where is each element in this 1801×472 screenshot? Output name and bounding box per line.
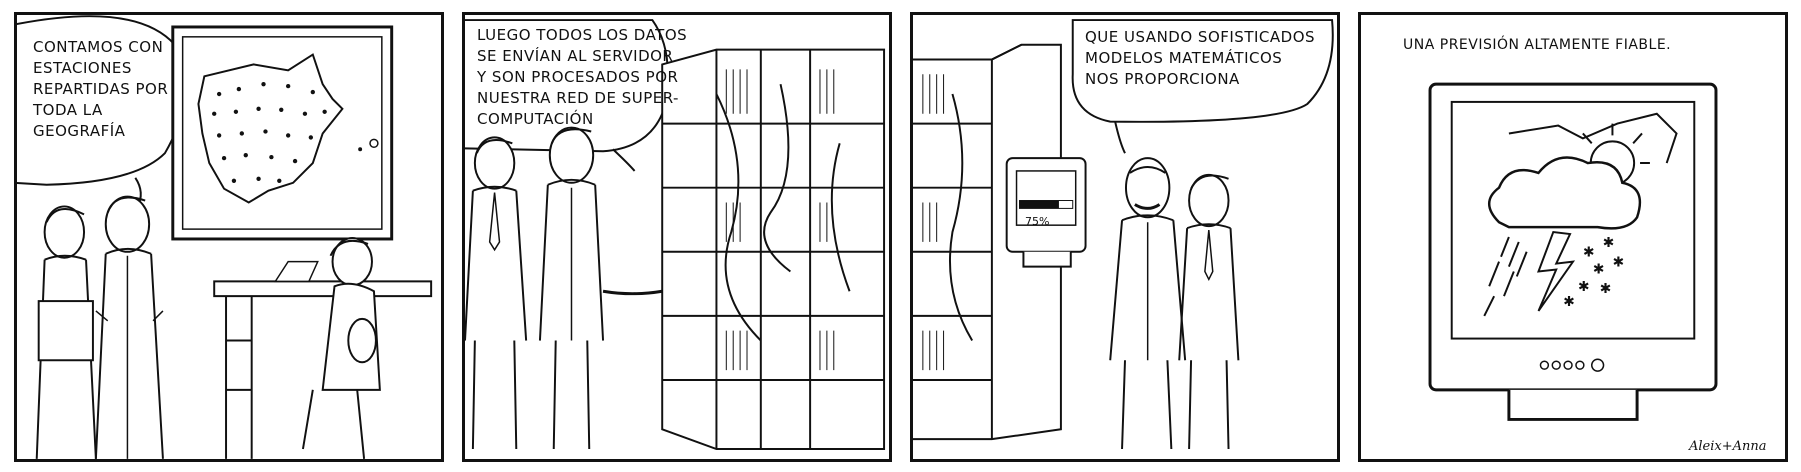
speech-line: COMPUTACIÓN xyxy=(477,110,594,128)
svg-text:✱: ✱ xyxy=(1600,281,1612,297)
speech-line: SE ENVÍAN AL SERVIDOR xyxy=(477,47,674,65)
speech-line: NOS PROPORCIONA xyxy=(1085,70,1240,88)
speech-line: MODELOS MATEMÁTICOS xyxy=(1085,49,1283,67)
svg-text:✱: ✱ xyxy=(1583,245,1595,261)
svg-text:✱: ✱ xyxy=(1593,261,1605,277)
caption: UNA PREVISIÓN ALTAMENTE FIABLE. xyxy=(1403,37,1672,53)
signature: Aleix+Anna xyxy=(1689,439,1767,454)
speech-line: NUESTRA RED DE SUPER- xyxy=(477,89,679,107)
svg-text:✱: ✱ xyxy=(1603,235,1615,251)
speech-bubble-panel-1: CONTAMOS CON ESTACIONES REPARTIDAS POR T… xyxy=(33,37,168,142)
panel-3-drawing xyxy=(913,19,1334,450)
svg-text:✱: ✱ xyxy=(1563,294,1575,310)
panel-2: LUEGO TODOS LOS DATOS SE ENVÍAN AL SERVI… xyxy=(462,12,892,462)
speech-line: ESTACIONES xyxy=(33,59,132,77)
speech-line: TODA LA xyxy=(33,101,103,119)
panel-1-drawing xyxy=(17,15,433,459)
speech-line: CONTAMOS CON xyxy=(33,38,164,56)
svg-text:✱: ✱ xyxy=(1578,279,1590,295)
speech-line: LUEGO TODOS LOS DATOS xyxy=(477,26,688,44)
svg-text:✱: ✱ xyxy=(1612,255,1624,271)
speech-line: REPARTIDAS POR xyxy=(33,80,169,98)
panel-2-drawing xyxy=(465,19,886,450)
panel-4-drawing: ✱✱✱ ✱✱✱ ✱ xyxy=(1428,82,1718,421)
speech-line: GEOGRAFÍA xyxy=(33,122,126,140)
speech-line: QUE USANDO SOFISTICADOS xyxy=(1085,28,1316,46)
panel-4: ✱✱✱ ✱✱✱ ✱ UNA PREVISIÓN ALTAMENTE FIABLE… xyxy=(1358,12,1788,462)
progress-readout: 75% xyxy=(1025,215,1050,228)
panel-1: CONTAMOS CON ESTACIONES REPARTIDAS POR T… xyxy=(14,12,444,462)
speech-bubble-panel-2: LUEGO TODOS LOS DATOS SE ENVÍAN AL SERVI… xyxy=(477,25,687,130)
panel-3: 75% QUE USANDO SOFISTICADOS MODELOS MATE… xyxy=(910,12,1340,462)
speech-line: Y SON PROCESADOS POR xyxy=(477,68,679,86)
speech-bubble-panel-3: QUE USANDO SOFISTICADOS MODELOS MATEMÁTI… xyxy=(1085,27,1315,90)
